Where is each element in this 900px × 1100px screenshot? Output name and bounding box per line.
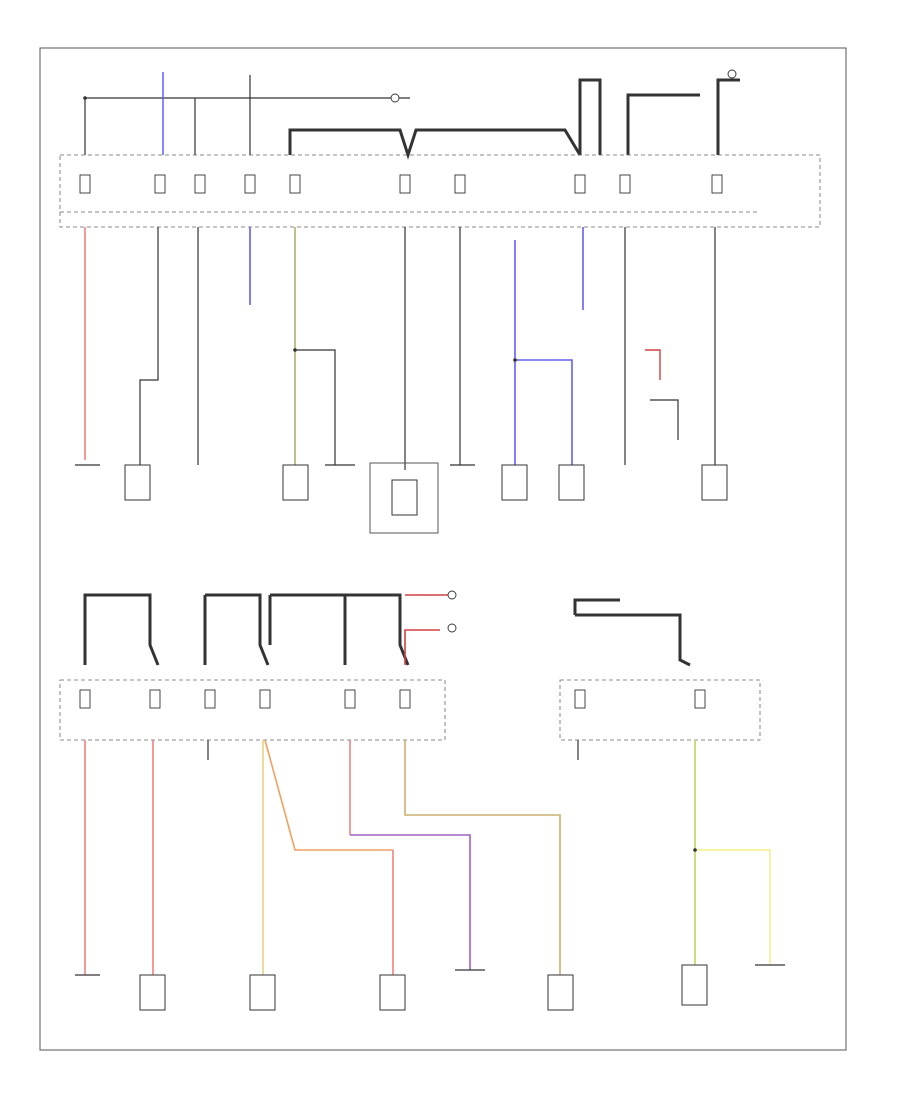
fuse-block-bottom-right xyxy=(559,679,761,741)
component-row-top xyxy=(75,462,728,534)
fuse xyxy=(694,689,706,709)
ground-symbol xyxy=(727,69,737,79)
fuse xyxy=(204,689,216,709)
component-connector xyxy=(379,974,406,1011)
module-box xyxy=(369,462,439,534)
component-connector xyxy=(681,964,708,1006)
splice-dot xyxy=(293,348,297,352)
fuse xyxy=(399,689,411,709)
fuse xyxy=(711,174,723,194)
component-connector xyxy=(701,464,728,501)
fuse xyxy=(454,174,466,194)
component-connector xyxy=(124,464,151,501)
splice-dot xyxy=(83,96,87,100)
yellow-wire xyxy=(695,849,771,965)
fuse xyxy=(244,174,256,194)
bottom-power-bus xyxy=(83,593,410,666)
fuse xyxy=(344,689,356,709)
wire xyxy=(650,399,679,440)
ground-symbol xyxy=(447,590,457,600)
component-connector xyxy=(249,974,276,1011)
fuse xyxy=(289,174,301,194)
orange-wire xyxy=(264,739,393,851)
bottom-section xyxy=(59,590,785,1011)
fuse xyxy=(149,689,161,709)
component-connector xyxy=(558,464,585,501)
blue-wire xyxy=(515,359,573,465)
power-bus-right xyxy=(578,78,740,155)
fuse xyxy=(399,174,411,194)
wire xyxy=(295,349,336,465)
fuse xyxy=(79,174,91,194)
fuse-block-bottom xyxy=(59,679,446,741)
purple-wire xyxy=(350,834,471,970)
fuse-row-top xyxy=(79,174,723,194)
ground-symbol xyxy=(447,623,457,633)
fuse xyxy=(574,689,586,709)
ground-symbol xyxy=(390,93,400,103)
component-connector xyxy=(547,974,574,1011)
fuse-block-top xyxy=(59,154,821,228)
fuse-row-bottom xyxy=(79,689,706,709)
fuse xyxy=(79,689,91,709)
component-connector xyxy=(391,479,418,516)
ground-line xyxy=(75,964,785,976)
red-wire xyxy=(645,349,661,380)
bottom-right-bus xyxy=(573,598,691,667)
splice-dot xyxy=(513,358,517,362)
splice-dot xyxy=(693,848,697,852)
component-row-bottom xyxy=(75,964,785,1011)
splice-points xyxy=(83,96,697,852)
fuse xyxy=(194,174,206,194)
main-power-bus xyxy=(288,128,582,160)
component-connector xyxy=(501,464,528,501)
component-connector xyxy=(139,974,166,1011)
supply-wire xyxy=(84,97,410,155)
top-section xyxy=(59,69,821,534)
fuse xyxy=(154,174,166,194)
fuse xyxy=(574,174,586,194)
diagram-frame xyxy=(39,47,847,1051)
fuse xyxy=(259,689,271,709)
tan-wire xyxy=(404,740,561,975)
red-wire xyxy=(404,594,450,665)
wire xyxy=(139,227,159,465)
component-connector xyxy=(282,464,309,501)
fuse xyxy=(619,174,631,194)
